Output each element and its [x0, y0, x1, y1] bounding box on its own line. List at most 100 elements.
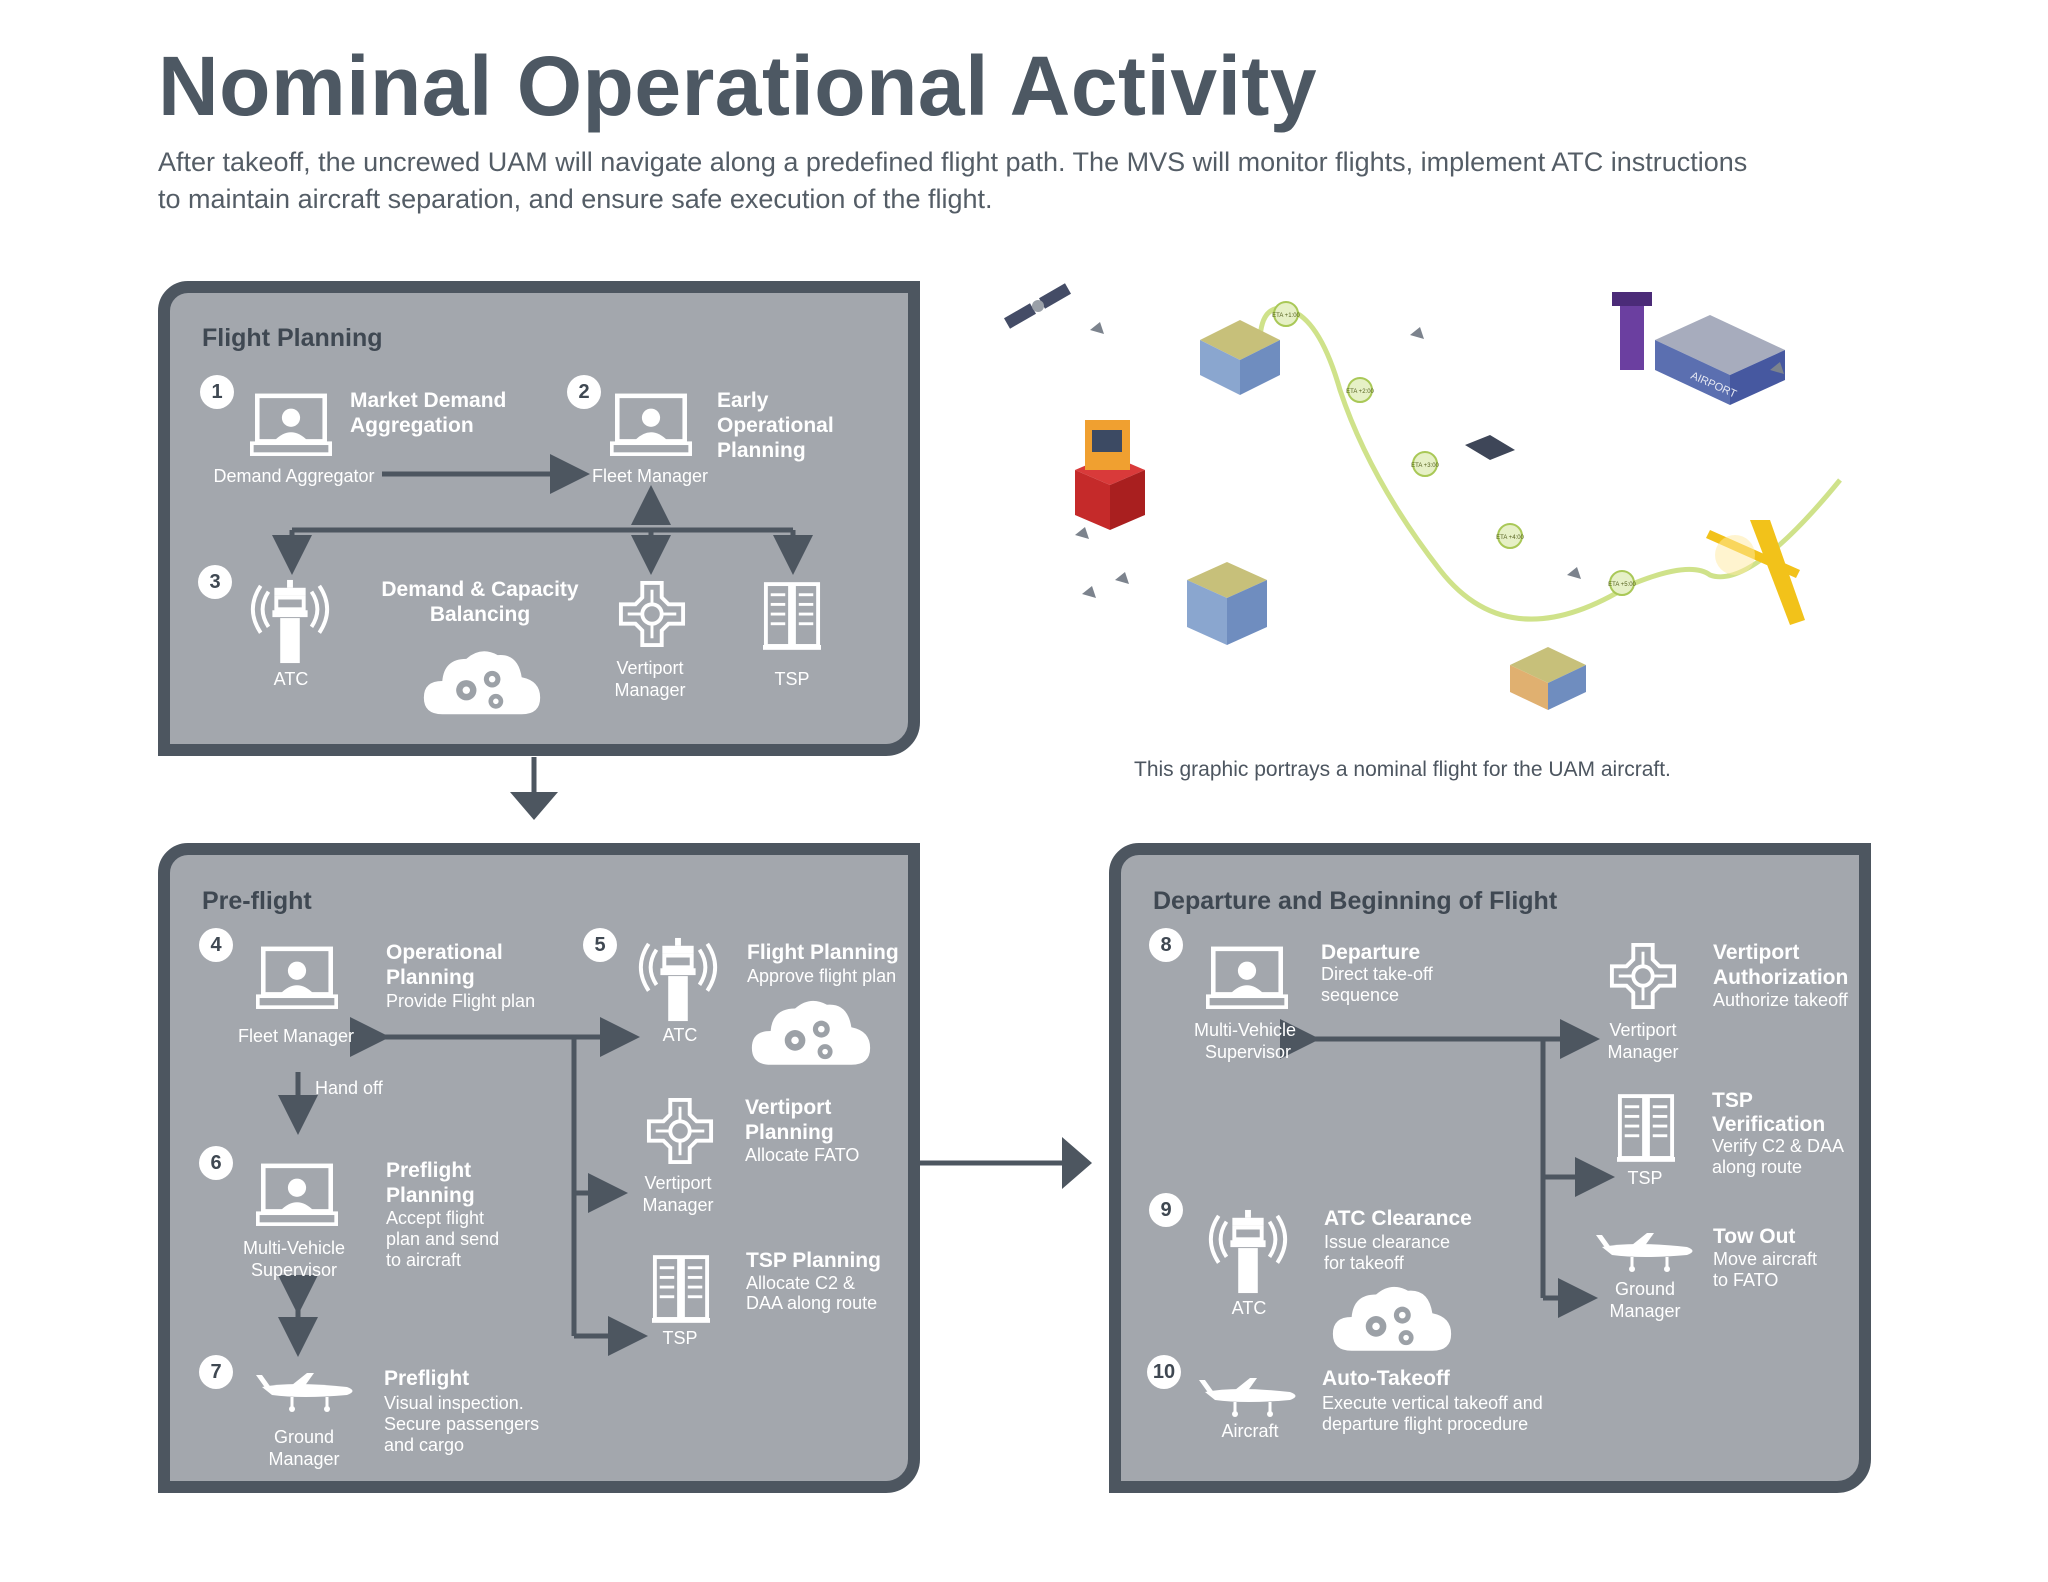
step-2-badge: 2: [567, 375, 601, 409]
departure-panel: [1109, 843, 1871, 1493]
atc-label: ATC: [662, 1025, 698, 1045]
eta-markers: ETA +1:00 ETA +2:00 ETA +3:00 ETA +4:00 …: [1272, 301, 1637, 596]
tow-out-desc-line-2: to FATO: [1713, 1270, 1779, 1290]
vertiport-manager-icon: [1609, 942, 1677, 1010]
step-8-desc-line-2: sequence: [1321, 985, 1400, 1005]
step-7-desc-line-2: Secure passengers: [384, 1414, 540, 1434]
vertiport-building-3: [1510, 647, 1586, 710]
svg-text:ETA +3:00: ETA +3:00: [1411, 463, 1439, 469]
tow-out-title: Tow Out: [1713, 1225, 1796, 1248]
tsp-label: TSP: [1627, 1168, 1663, 1188]
step-10-desc-line-2: departure flight procedure: [1322, 1414, 1529, 1434]
atc-tower-icon: [1208, 1208, 1288, 1296]
step-1-title-line-2: Aggregation: [350, 414, 474, 437]
step-1-title-line-1: Market Demand: [350, 389, 507, 412]
flight-planning-panel: [158, 281, 920, 756]
step-2-title-line-2: Operational: [717, 414, 834, 437]
svg-text:ETA +4:00: ETA +4:00: [1496, 535, 1524, 541]
page-title: Nominal Operational Activity: [158, 39, 1318, 133]
atc-label: ATC: [273, 669, 309, 689]
step-2-title-line-1: Early: [717, 389, 769, 412]
helipad-icon: [1465, 435, 1515, 460]
vertiport-planning-title-line-1: Vertiport: [745, 1096, 832, 1119]
tsp-label: TSP: [662, 1328, 698, 1348]
step-9-title: ATC Clearance: [1324, 1207, 1472, 1230]
step-3-badge: 3: [198, 565, 232, 599]
step-2-title-line-3: Planning: [717, 439, 806, 462]
subtitle-line-2: to maintain aircraft separation, and ens…: [158, 184, 993, 214]
tsp-verification-desc-line-1: Verify C2 & DAA: [1712, 1136, 1845, 1156]
svg-text:ETA +2:00: ETA +2:00: [1346, 389, 1374, 395]
step-8-title: Departure: [1321, 941, 1421, 964]
step-1-badge: 1: [200, 375, 234, 409]
nominal-flight-illustration: ETA +1:00 ETA +2:00 ETA +3:00 ETA +4:00 …: [1004, 283, 1842, 710]
step-4-badge: 4: [199, 928, 233, 962]
step-9-desc-line-1: Issue clearance: [1324, 1232, 1451, 1252]
mvs-label-line-2: Supervisor: [1204, 1042, 1292, 1062]
step-9-desc-line-2: for takeoff: [1324, 1253, 1404, 1273]
step-4-desc: Provide Flight plan: [386, 991, 536, 1011]
vertiport-authorization-title-line-1: Vertiport: [1713, 941, 1800, 964]
aircraft-label: Aircraft: [1221, 1421, 1279, 1441]
tsp-planning-desc-line-2: DAA along route: [746, 1293, 878, 1313]
cloud-gears-icon: [1331, 1279, 1453, 1355]
tsp-planning-title: TSP Planning: [746, 1249, 881, 1272]
fleet-manager-label: Fleet Manager: [591, 466, 709, 486]
aircraft-icon: [1195, 1370, 1305, 1420]
satellite-icon: [1004, 283, 1071, 329]
step-3-title-line-1: Demand & Capacity: [381, 578, 579, 601]
step-8-desc-line-1: Direct take-off: [1321, 964, 1433, 984]
vertiport-building-1: [1200, 320, 1280, 395]
step-10-title: Auto-Takeoff: [1322, 1367, 1450, 1390]
step-8-badge: 8: [1149, 928, 1183, 962]
vertiport-authorization-title-line-2: Authorization: [1713, 966, 1849, 989]
vertiport-manager-label-line-2: Manager: [642, 1195, 714, 1215]
ground-manager-label-line-1: Ground: [1614, 1279, 1676, 1299]
mvs-label-line-2: Supervisor: [250, 1260, 338, 1280]
step-4-title-line-2: Planning: [386, 966, 475, 989]
vertiport-manager-label-line-1: Vertiport: [616, 658, 684, 678]
step-5-badge: 5: [583, 928, 617, 962]
step-7-title: Preflight: [384, 1367, 470, 1390]
airport-building: AIRPORT: [1612, 292, 1785, 405]
mvs-label-line-1: Multi-Vehicle: [242, 1238, 346, 1258]
step-6-title-line-1: Preflight: [386, 1159, 472, 1182]
preflight-title: Pre-flight: [202, 887, 312, 915]
step-6-desc-line-2: plan and send: [386, 1229, 500, 1249]
ground-manager-label-line-1: Ground: [273, 1427, 335, 1447]
step-7-desc-line-3: and cargo: [384, 1435, 465, 1455]
step-4-title-line-1: Operational: [386, 941, 503, 964]
svg-text:ETA +1:00: ETA +1:00: [1272, 313, 1300, 319]
illustration-caption: This graphic portrays a nominal flight f…: [1134, 758, 1671, 781]
step-6-badge: 6: [199, 1146, 233, 1180]
fleet-manager-label: Fleet Manager: [237, 1026, 355, 1046]
ground-manager-label-line-2: Manager: [1609, 1301, 1681, 1321]
subtitle-line-1: After takeoff, the uncrewed UAM will nav…: [158, 147, 1748, 177]
vertiport-manager-label-line-2: Manager: [1607, 1042, 1679, 1062]
radar-dish-icons: [1075, 322, 1784, 598]
multi-vehicle-supervisor-icon: [1206, 945, 1288, 1011]
demand-aggregator-label: Demand Aggregator: [213, 466, 375, 486]
tsp-verification-title-line-1: TSP: [1712, 1089, 1753, 1112]
vertiport-planning-title-line-2: Planning: [745, 1121, 834, 1144]
step-6-title-line-2: Planning: [386, 1184, 475, 1207]
vertiport-building-2: [1187, 562, 1267, 645]
step-5-title: Flight Planning: [747, 941, 899, 964]
step-10-badge: 10: [1147, 1355, 1181, 1389]
step-3-title-line-2: Balancing: [429, 603, 531, 626]
tsp-label: TSP: [774, 669, 810, 689]
step-10-desc-line-1: Execute vertical takeoff and: [1322, 1393, 1543, 1413]
vertiport-manager-label-line-1: Vertiport: [1609, 1020, 1677, 1040]
atc-label: ATC: [1231, 1298, 1267, 1318]
aircraft-icon: [1592, 1225, 1702, 1275]
step-9-badge: 9: [1149, 1193, 1183, 1227]
tsp-server-icon: [1617, 1092, 1675, 1164]
tsp-verification-title-line-2: Verification: [1712, 1113, 1826, 1136]
step-5-desc: Approve flight plan: [747, 966, 897, 986]
step-7-desc-line-1: Visual inspection.: [384, 1393, 524, 1413]
vertiport-manager-label-line-2: Manager: [614, 680, 686, 700]
hand-off-label: Hand off: [315, 1078, 383, 1098]
departure-title: Departure and Beginning of Flight: [1153, 887, 1558, 915]
